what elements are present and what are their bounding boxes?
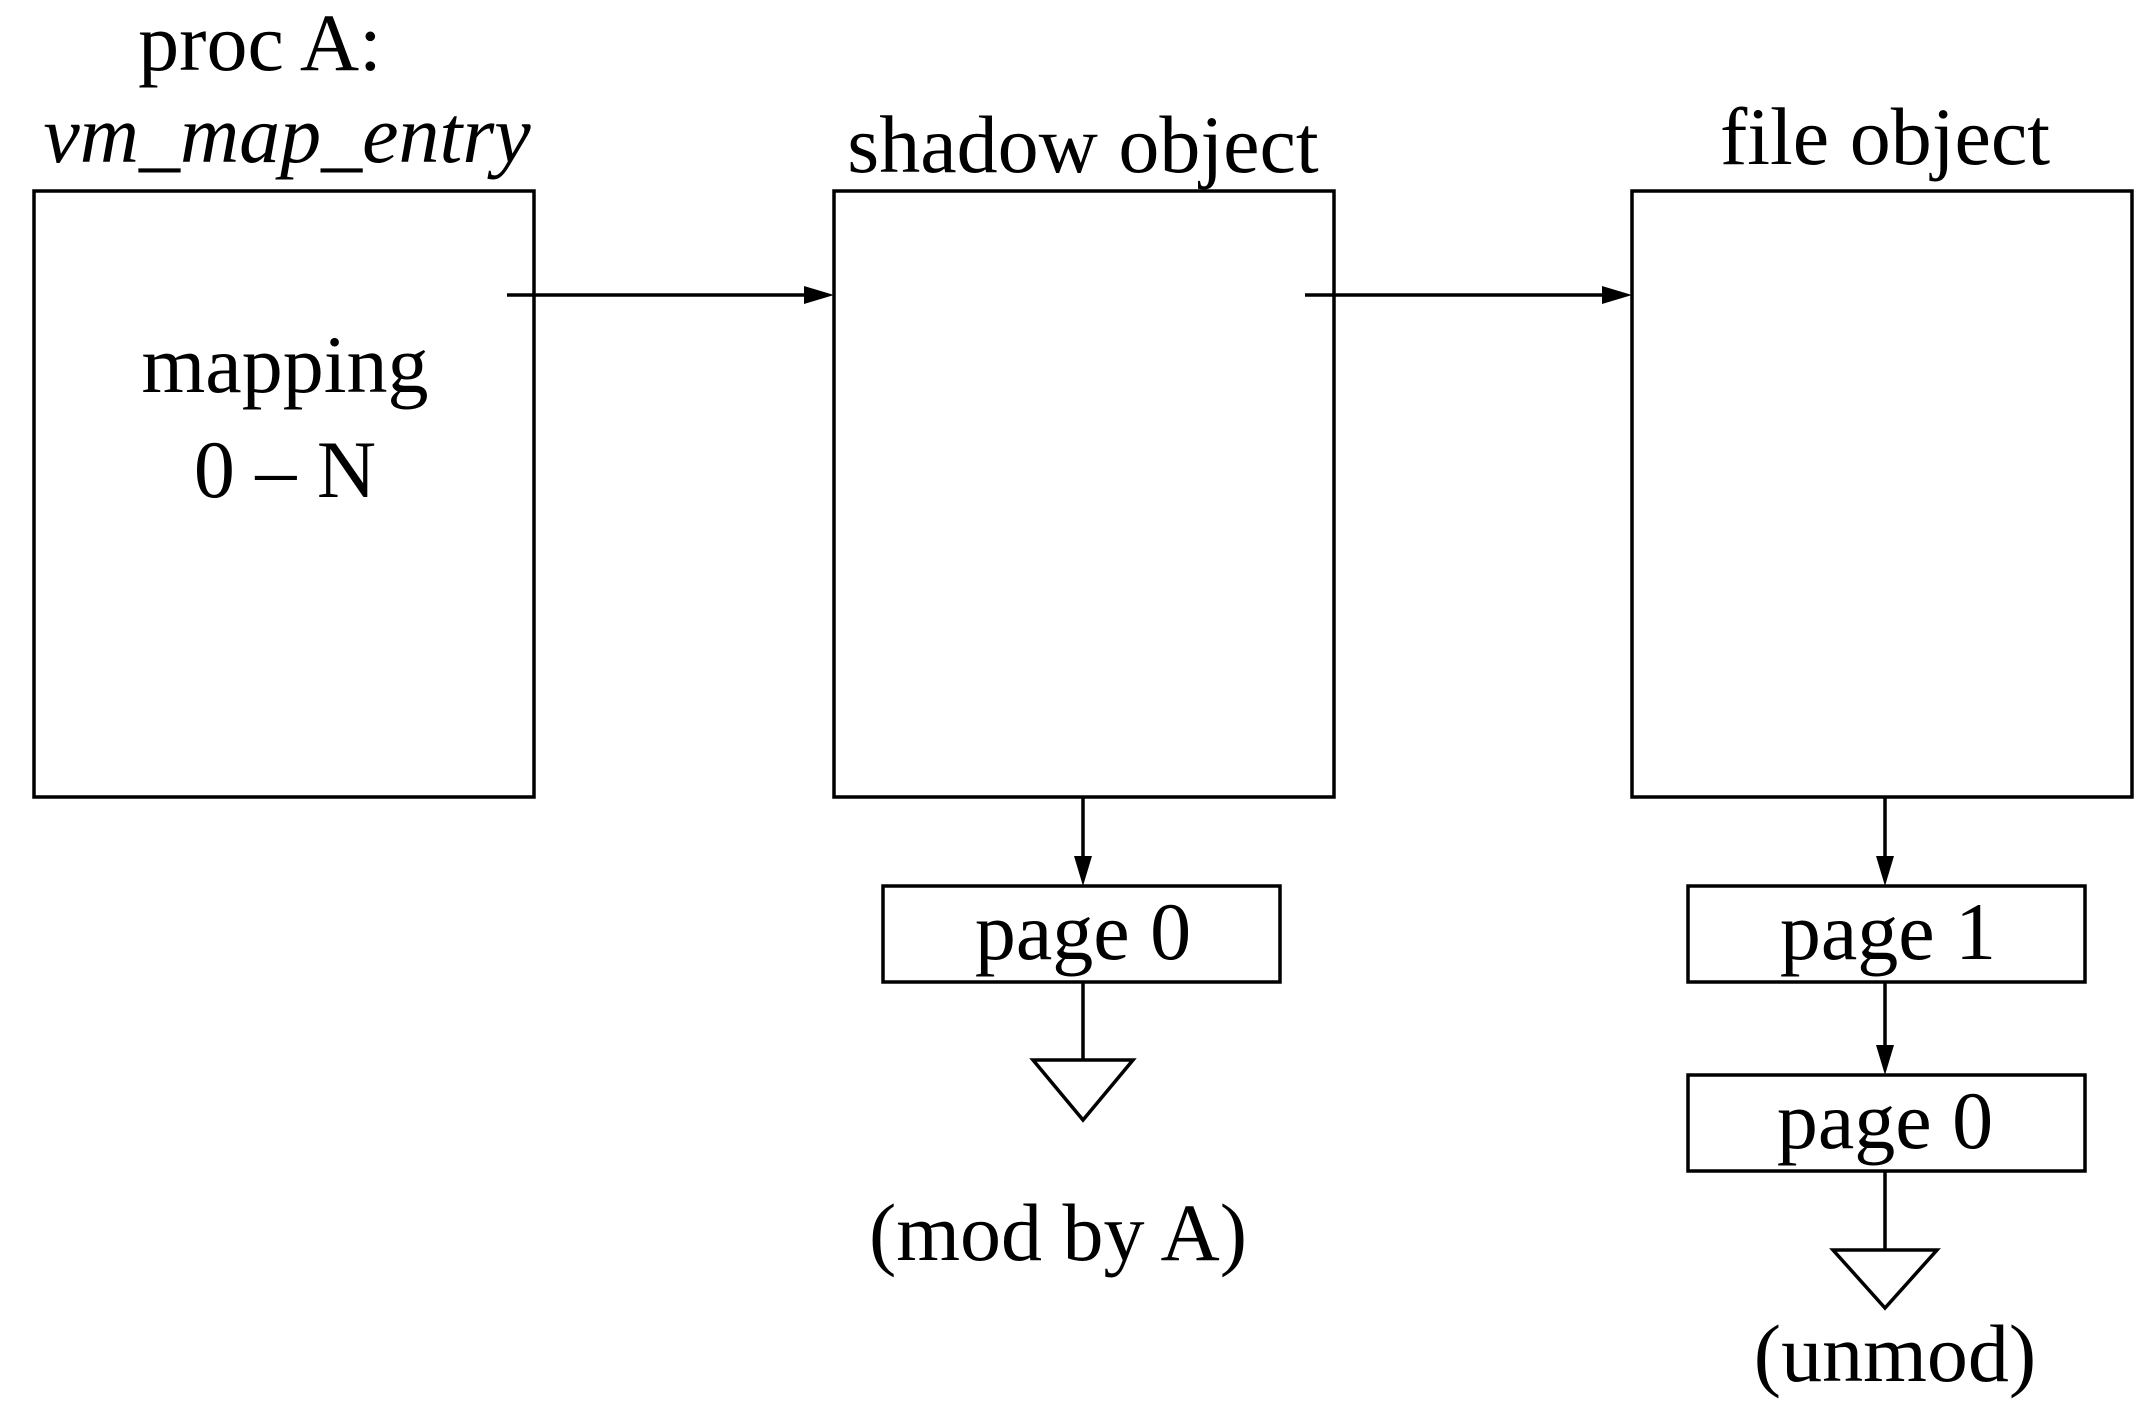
mapping-range-label: 0 – N [194, 424, 376, 515]
file-object-note: (unmod) [1754, 1308, 2036, 1399]
file-page-1-box [1686, 884, 2087, 984]
shadow-to-page-arrow [1074, 797, 1092, 886]
file-page-1-label: page 1 [1780, 886, 1996, 977]
shadow-object-note: (mod by A) [869, 1187, 1247, 1278]
shadow-list-end-icon [1029, 982, 1137, 1123]
vm-map-entry-label: vm_map_entry [43, 89, 531, 180]
vm-map-entry-box [32, 189, 536, 799]
file-page-0-label: page 0 [1777, 1075, 1993, 1166]
shadow-object-box [832, 189, 1336, 799]
shadow-to-file-arrow [1305, 286, 1632, 304]
file-page-0-box [1686, 1073, 2087, 1173]
shadow-page-0-label: page 0 [975, 886, 1191, 977]
shadow-object-group: shadow object page 0 (mod by A) [832, 99, 1336, 1278]
entry-to-shadow-arrow [507, 286, 834, 304]
proc-a-group: proc A: vm_map_entry mapping 0 – N [32, 0, 536, 799]
file-object-title: file object [1720, 91, 2050, 182]
proc-a-title: proc A: [138, 0, 382, 88]
shadow-object-title: shadow object [847, 99, 1319, 190]
file-list-end-icon [1829, 1171, 1941, 1311]
mapping-label: mapping [142, 319, 429, 410]
file-object-group: file object page 1 page 0 (unmod) [1630, 91, 2134, 1399]
file-object-box [1630, 189, 2134, 799]
file-to-page-1-arrow [1876, 797, 1894, 886]
shadow-page-0-box [881, 884, 1282, 984]
page-1-to-page-0-arrow [1876, 982, 1894, 1075]
